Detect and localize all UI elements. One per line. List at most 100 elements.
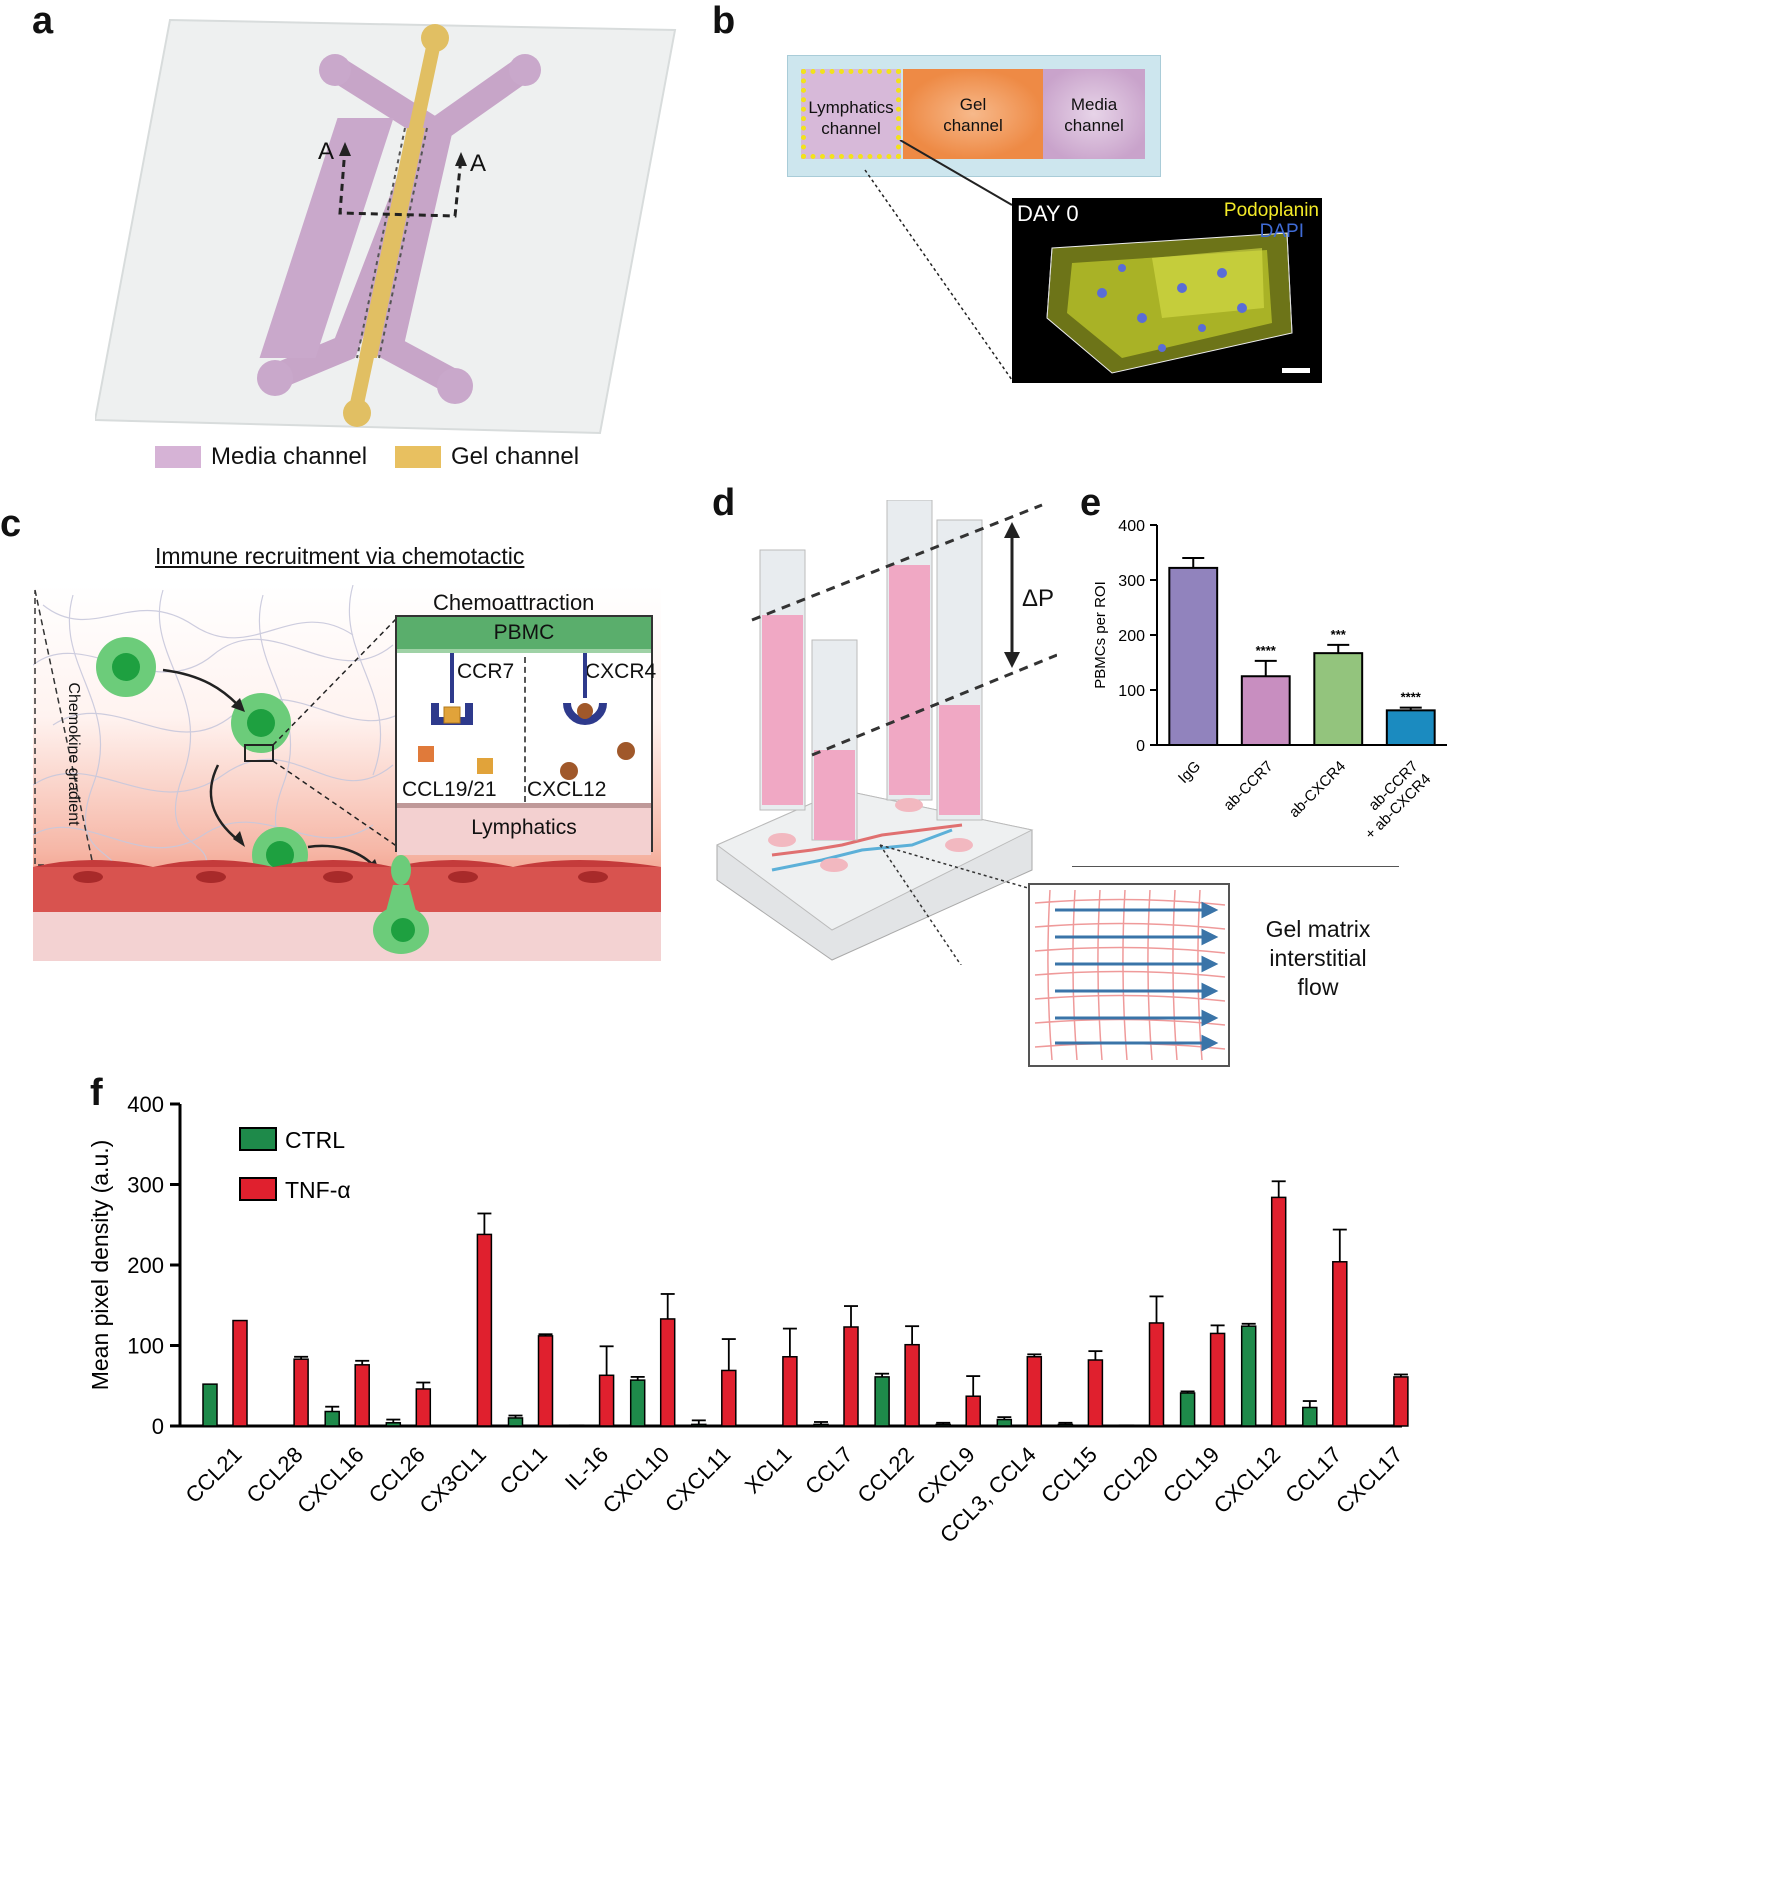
- legend-swatch-gel: [395, 446, 441, 468]
- bar-ctrl: [202, 1383, 218, 1427]
- bar-ctrl: [1057, 1423, 1074, 1427]
- panel-b-letter: b: [712, 0, 736, 42]
- bar-tnf: [476, 1233, 493, 1427]
- y-tick-label: 200: [1118, 628, 1145, 645]
- x-tick-label: CCL7: [800, 1442, 857, 1499]
- panel-f-letter: f: [90, 1072, 103, 1114]
- bar-ctrl: [874, 1376, 890, 1427]
- ccl19-21-label: CCL19/21: [402, 778, 497, 801]
- legend-label-media: Media channel: [211, 443, 368, 470]
- legend-swatch: [239, 1177, 277, 1201]
- bar-ctrl: [1240, 1325, 1257, 1427]
- media-channel-right: [375, 55, 538, 396]
- receptor-ligand-diagram: [418, 653, 635, 780]
- bar: [1313, 652, 1364, 746]
- bar-tnf: [537, 1335, 554, 1427]
- legend-label-gel: Gel channel: [451, 443, 580, 470]
- x-tick-label: CXCL16: [292, 1442, 368, 1518]
- x-tick-label: CCL15: [1036, 1442, 1102, 1508]
- panel-a-legend: Media channel Gel channel: [155, 443, 635, 473]
- x-tick-label-line: ab-CCR7: [1220, 758, 1276, 814]
- significance-label: ***: [1331, 627, 1347, 642]
- bar-tnf: [659, 1318, 676, 1427]
- x-tick-label: CXCL12: [1209, 1442, 1285, 1518]
- x-tick-label: CXCL10: [598, 1442, 674, 1518]
- bar-ctrl: [1179, 1392, 1196, 1427]
- cxcl12-label: CXCL12: [527, 778, 607, 801]
- flow-separator-line: [1072, 866, 1399, 867]
- media-label-1: Media: [1070, 95, 1118, 114]
- lymphatics-band: Lymphatics: [397, 803, 651, 855]
- channel-cross-section: Lymphatics channel Gel channel Media cha…: [787, 55, 1161, 177]
- lymphatics-label-1: Lymphatics: [808, 98, 894, 117]
- bar-tnf: [1332, 1261, 1348, 1427]
- panel-c-letter: c: [0, 503, 22, 545]
- y-axis-label: Mean pixel density (a.u.): [87, 1140, 113, 1391]
- bar-ctrl: [568, 1424, 585, 1427]
- bar-tnf: [1270, 1196, 1287, 1427]
- lymphatic-tissue-render: [1046, 232, 1310, 374]
- flow-label-line-3: flow: [1297, 974, 1339, 1000]
- x-tick-label: CCL20: [1097, 1442, 1163, 1508]
- y-tick-label: 100: [1118, 683, 1145, 700]
- cxcr4-label: CXCR4: [585, 660, 657, 683]
- delta-pressure-label: ΔP: [1022, 585, 1055, 612]
- y-tick-label: 100: [127, 1334, 164, 1359]
- section-label-left: A: [318, 138, 335, 165]
- reservoir-tubes: [759, 500, 983, 872]
- y-tick-label: 0: [1136, 738, 1145, 755]
- bar-tnf: [1026, 1356, 1043, 1427]
- y-tick-label: 200: [127, 1253, 164, 1278]
- podoplanin-label: Podoplanin: [1223, 200, 1319, 221]
- x-tick-label: IgG: [1175, 758, 1204, 787]
- panel-d-letter: d: [712, 482, 736, 524]
- bar-ctrl: [691, 1423, 707, 1427]
- bar-ctrl: [813, 1423, 829, 1427]
- gel-label-1: Gel: [959, 95, 987, 114]
- y-tick-label: 300: [1118, 573, 1145, 590]
- bar-tnf: [1209, 1332, 1226, 1427]
- y-tick-label: 0: [152, 1414, 164, 1439]
- bar-tnf: [354, 1364, 370, 1427]
- gel-label-2: channel: [943, 116, 1003, 135]
- microfluidic-chip-diagram: [95, 18, 677, 435]
- day-label: DAY 0: [1017, 201, 1079, 226]
- legend-swatch: [239, 1127, 277, 1151]
- flow-label: Gel matrix interstitial flow: [1248, 915, 1388, 1002]
- bar: [1385, 709, 1436, 747]
- x-tick-label: CCL21: [180, 1442, 246, 1508]
- legend-label: CTRL: [285, 1127, 345, 1153]
- panel-c-title: Immune recruitment via chemotactic: [155, 543, 525, 569]
- significance-label: ****: [1401, 690, 1422, 705]
- bar-tnf: [415, 1388, 432, 1427]
- bar-ctrl: [996, 1418, 1013, 1427]
- bar-tnf: [843, 1326, 859, 1427]
- bar-ctrl: [935, 1423, 951, 1427]
- panel-e-letter: e: [1080, 482, 1102, 524]
- significance-label: ****: [1256, 643, 1277, 658]
- section-label-right: A: [470, 150, 487, 177]
- bar-tnf: [782, 1356, 798, 1427]
- legend-swatch-media: [155, 446, 201, 468]
- flow-label-line-2: interstitial: [1269, 945, 1367, 971]
- gel-matrix-inset: [1028, 883, 1230, 1067]
- x-tick-label: XCL1: [740, 1442, 797, 1499]
- inset-divider: [524, 657, 526, 802]
- y-tick-label: 400: [1118, 518, 1145, 535]
- y-axis-label: PBMCs per ROI: [1092, 581, 1109, 689]
- gel-channel-box: Gel channel: [903, 69, 1043, 159]
- chemoattraction-title: Chemoattraction: [433, 590, 595, 615]
- lymphatics-label-2: channel: [821, 119, 881, 138]
- media-label-2: channel: [1064, 116, 1124, 135]
- panel-a-letter: a: [32, 0, 54, 42]
- x-tick-label: CCL1: [495, 1442, 552, 1499]
- bar: [1240, 675, 1291, 746]
- x-tick-label-line: ab-CXCR4: [1286, 758, 1349, 821]
- zoom-lines-b: [864, 140, 1013, 381]
- y-tick-label: 300: [127, 1173, 164, 1198]
- bar-ctrl: [1302, 1406, 1318, 1427]
- x-tick-label: ab-CCR7: [1220, 758, 1276, 814]
- ccr7-label: CCR7: [457, 660, 515, 683]
- lymphatics-channel: Lymphatics channel: [801, 69, 901, 159]
